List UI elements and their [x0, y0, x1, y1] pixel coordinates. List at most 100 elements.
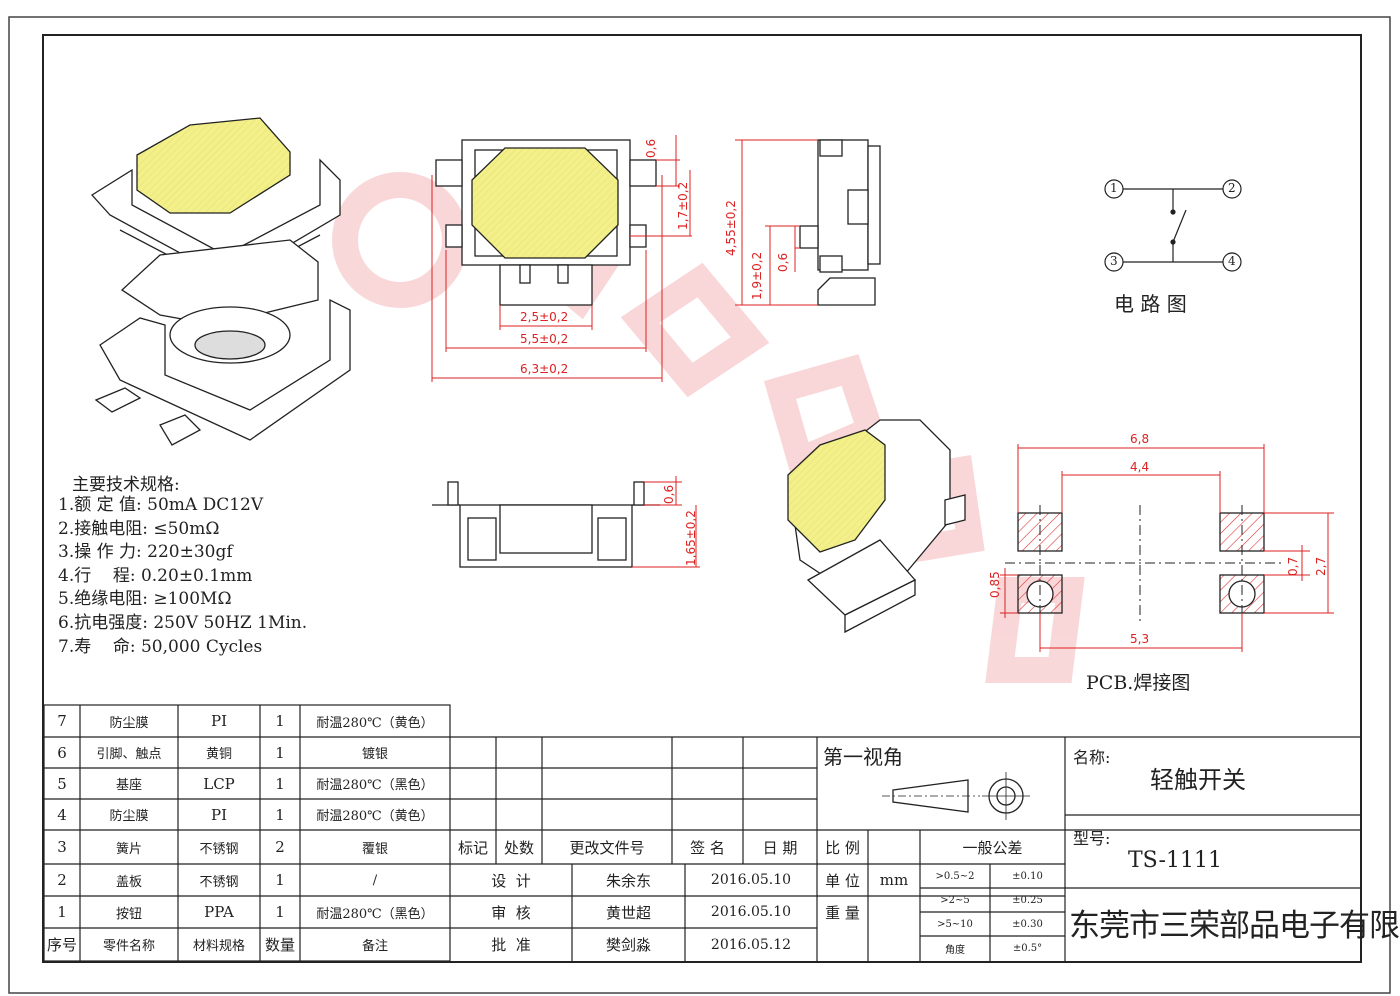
bom-cell-material: 黄铜 [205, 747, 232, 762]
front-view [432, 481, 660, 568]
spec-insulation-resistance: 5.绝缘电阻: ≥100MΩ [58, 589, 232, 610]
rev-header-sign: 签 名 [690, 838, 725, 857]
bom-cell-qty: 1 [275, 774, 285, 793]
dim-front-small: 0,6 [662, 484, 676, 504]
bom-cell-name: 基座 [115, 778, 142, 793]
spec-travel: 4.行 程: 0.20±0.1mm [58, 565, 253, 586]
bom-cell-qty: 1 [275, 712, 285, 730]
outer-frame [8, 16, 1391, 994]
bom-cell-no: 1 [57, 903, 67, 921]
dim-pcb-gap: 0,7 [1286, 556, 1300, 576]
dim-pcb-inner: 4,4 [1130, 460, 1150, 474]
bom-cell-name: 引脚、触点 [96, 747, 162, 762]
tolerance-range-4: 角度 [945, 945, 965, 956]
bom-cell-name: 按钮 [115, 906, 142, 922]
bom-cell-note: 耐温280℃（黄色） [316, 715, 434, 731]
assembled-view [787, 419, 966, 634]
top-view [435, 139, 657, 306]
dim-overall-width: 6,3±0,2 [520, 362, 569, 376]
spec-rated-value: 1.额 定 值: 50mA DC12V [58, 495, 264, 515]
pin-3-label: 3 [1110, 254, 1118, 268]
dim-body-width: 5,5±0,2 [520, 332, 569, 346]
signoff-approve-date: 2016.05.12 [710, 936, 792, 953]
bom-cell-note: 覆银 [361, 841, 388, 857]
signoff-design-role: 设 计 [491, 871, 531, 890]
circuit-title: 电 路 图 [1114, 292, 1187, 316]
dim-top-small: 0,6 [644, 138, 658, 158]
pin-1-label: 1 [1110, 181, 1118, 195]
dim-top-pitch: 2,5±0,2 [520, 310, 569, 324]
dim-side-actuator: 1,9±0,2 [750, 251, 764, 300]
bom-cell-name: 盖板 [115, 874, 142, 890]
bom-cell-no: 2 [57, 871, 67, 889]
bom-cell-qty: 1 [275, 903, 285, 921]
pin-4-label: 4 [1228, 254, 1236, 268]
company-name: 东莞市三荣部品电子有限公司 [1069, 908, 1400, 944]
bom-header-qty: 数量 [264, 936, 295, 954]
bom-cell-no: 3 [57, 838, 67, 856]
pin-2-label: 2 [1228, 181, 1236, 195]
bom-cell-qty: 1 [275, 805, 285, 824]
bom-cell-no: 7 [57, 712, 67, 730]
front-view-dimensions [632, 476, 700, 568]
bom-cell-no: 6 [57, 743, 67, 762]
side-view [799, 139, 881, 306]
bom-cell-note: 镀银 [361, 747, 388, 762]
side-view-dimensions [735, 139, 818, 306]
dim-pcb-height: 2,7 [1314, 556, 1328, 576]
tolerance-range-3: >5~10 [937, 918, 973, 930]
bom-header-no: 序号 [46, 936, 77, 954]
projection-label: 第一视角 [823, 745, 903, 769]
model-number: TS-1111 [1128, 848, 1222, 873]
signoff-review-date: 2016.05.10 [710, 904, 792, 920]
signoff-design-date: 2016.05.10 [710, 872, 792, 888]
revision-grid [450, 736, 1361, 961]
signoff-review-person: 黄世超 [605, 903, 651, 922]
bom-cell-note: 耐温280℃（黑色） [316, 906, 434, 922]
bom-cell-no: 5 [57, 774, 67, 793]
exploded-view [90, 117, 351, 446]
bom-header-material: 材料规格 [192, 939, 245, 954]
inner-frame [42, 34, 1362, 963]
bom-cell-name: 防尘膜 [109, 715, 149, 731]
rev-header-count: 处数 [503, 838, 534, 857]
scale-unit-value: mm [879, 871, 909, 889]
model-label: 型号: [1073, 829, 1111, 848]
spec-life: 7.寿 命: 50,000 Cycles [58, 636, 263, 657]
spec-list: 1.额 定 值: 50mA DC12V 2.接触电阻: ≤50mΩ 3.操 作 … [58, 494, 307, 659]
bom-cell-material: 不锈钢 [199, 874, 239, 890]
spec-contact-resistance: 2.接触电阻: ≤50mΩ [58, 518, 220, 539]
bom-cell-note: 耐温280℃（黄色） [316, 809, 434, 824]
tolerance-range-2: >2~5 [940, 894, 970, 906]
signoff-approve-role: 批 准 [491, 936, 531, 954]
dim-lead-pitch: 1,7±0,2 [676, 181, 690, 230]
signoff-review-role: 审 核 [491, 903, 531, 922]
rev-header-doc: 更改文件号 [569, 838, 645, 857]
pcb-title: PCB.焊接图 [1086, 672, 1191, 694]
pcb-dimensions [1000, 444, 1334, 652]
bom-cell-note: 耐温280℃（黑色） [316, 778, 434, 793]
dim-pcb-outer: 6,8 [1130, 432, 1150, 446]
product-name: 轻触开关 [1150, 766, 1246, 794]
bom-cell-qty: 1 [275, 871, 285, 889]
top-view-dimensions [431, 135, 692, 382]
bom-cell-material: PI [210, 712, 228, 730]
first-angle-symbol [882, 772, 1030, 820]
tolerance-value-3: ±0.30 [1012, 918, 1043, 930]
name-label: 名称: [1073, 748, 1111, 767]
bom-grid [43, 704, 451, 962]
dim-front-height: 1,65±0,2 [684, 510, 698, 566]
tolerance-range-1: >0.5~2 [935, 870, 975, 882]
pcb-footprint [1005, 505, 1285, 625]
bom-cell-material: LCP [203, 774, 235, 793]
tolerance-value-4: ±0.5° [1012, 943, 1043, 954]
spec-operating-force: 3.操 作 力: 220±30gf [58, 542, 233, 563]
rev-header-date: 日 期 [762, 838, 798, 857]
dim-side-small: 0,6 [776, 252, 790, 272]
bom-header-name: 零件名称 [102, 939, 155, 954]
dim-side-height: 4,55±0,2 [724, 200, 738, 256]
bom-cell-name: 簧片 [115, 841, 142, 857]
spec-heading: 主要技术规格: [72, 475, 180, 495]
signoff-design-person: 朱余东 [605, 871, 651, 890]
